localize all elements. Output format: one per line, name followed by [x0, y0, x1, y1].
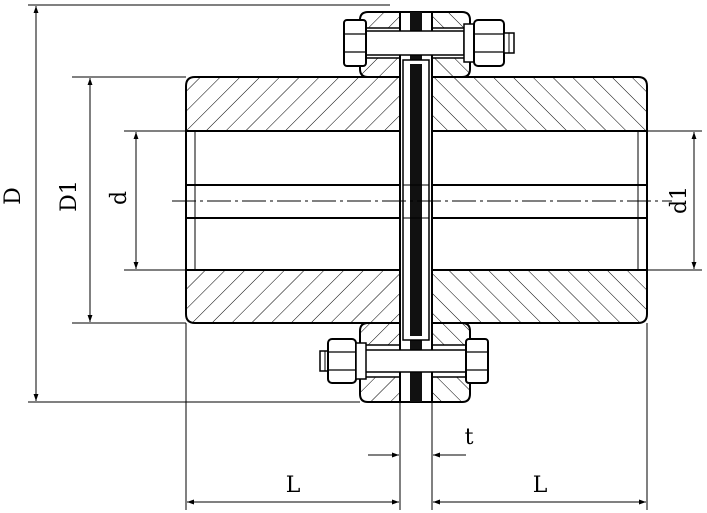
dimension-lines: [33, 5, 697, 505]
left-hub: [185, 76, 400, 324]
disc-pack: [399, 11, 433, 403]
label-t: t: [465, 425, 474, 450]
top-bolt: [343, 19, 515, 67]
right-hub: [432, 76, 648, 324]
label-L-right: L: [533, 473, 548, 498]
label-d1: d1: [667, 186, 692, 214]
label-D1: D1: [57, 180, 82, 212]
extension-lines: [28, 4, 702, 510]
label-d: d: [107, 191, 132, 205]
label-D: D: [1, 187, 26, 205]
bottom-bolt: [319, 338, 489, 384]
label-L-left: L: [286, 473, 301, 498]
